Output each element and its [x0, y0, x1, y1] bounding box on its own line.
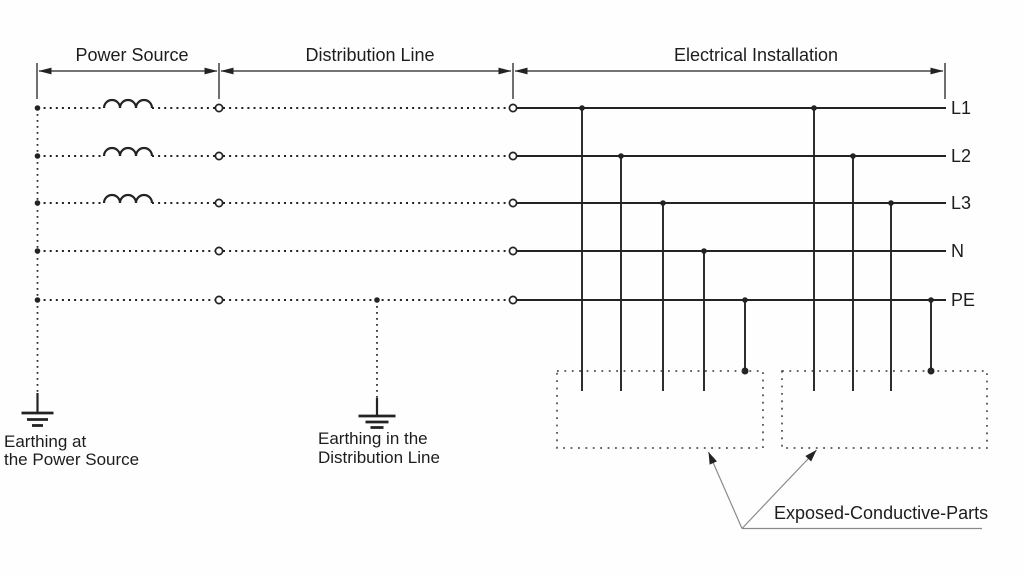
- node-circle-l2: [508, 151, 518, 161]
- junction-dot-l1: [579, 105, 585, 111]
- section-label-distribution-line: Distribution Line: [305, 45, 434, 65]
- equipment-box-2: [781, 370, 988, 449]
- dimension-arrow-right-icon: [204, 67, 218, 75]
- winding-coil-icon-l3: [102, 193, 154, 204]
- conductor-label-l2: L2: [951, 146, 971, 166]
- pe-bond-dot: [741, 367, 749, 375]
- ecp-leader-line: [707, 451, 743, 529]
- earth-symbol-distribution-line-label: Earthing in the: [318, 429, 428, 448]
- section-label-electrical-installation: Electrical Installation: [674, 45, 838, 65]
- junction-dot-pe: [374, 297, 380, 303]
- dimension-arrow-right-icon: [498, 67, 512, 75]
- junction-dot-l2: [850, 153, 856, 159]
- winding-coil-icon-l1: [102, 98, 154, 109]
- junction-dot-l3: [34, 200, 41, 206]
- dimension-arrow-left-icon: [38, 67, 52, 75]
- node-circle-pe: [508, 295, 518, 305]
- junction-dot-n: [34, 248, 41, 254]
- conductor-label-l1: L1: [951, 98, 971, 118]
- conductor-label-pe: PE: [951, 290, 975, 310]
- winding-coil-icon-l2: [102, 146, 154, 157]
- conductor-label-n: N: [951, 241, 964, 261]
- dimension-arrow-left-icon: [514, 67, 528, 75]
- junction-dot-n: [701, 248, 707, 254]
- conductor-label-l3: L3: [951, 193, 971, 213]
- earth-symbol-power-source-label: Earthing at: [4, 432, 86, 451]
- junction-dot-pe: [928, 297, 934, 303]
- dimension-arrow-right-icon: [930, 67, 944, 75]
- node-circle-l3: [508, 198, 518, 208]
- node-circle-l2: [214, 151, 224, 161]
- section-label-power-source: Power Source: [75, 45, 188, 65]
- exposed-conductive-parts-label: Exposed-Conductive-Parts: [774, 503, 988, 523]
- dimension-arrow-left-icon: [220, 67, 234, 75]
- ecp-leader-line: [741, 449, 817, 529]
- node-circle-n: [214, 246, 224, 256]
- earth-symbol-power-source-label: the Power Source: [4, 450, 139, 469]
- earth-symbol-distribution-line-label: Distribution Line: [318, 448, 440, 467]
- node-circle-l1: [214, 103, 224, 113]
- node-circle-l3: [214, 198, 224, 208]
- node-circle-n: [508, 246, 518, 256]
- equipment-box-1: [556, 370, 764, 449]
- junction-dot-l1: [811, 105, 817, 111]
- node-circle-pe: [214, 295, 224, 305]
- junction-dot-l3: [660, 200, 666, 206]
- junction-dot-l2: [618, 153, 624, 159]
- junction-dot-pe: [742, 297, 748, 303]
- junction-dot-l3: [888, 200, 894, 206]
- ecp-arrowhead-icon: [708, 452, 717, 465]
- ecp-arrowhead-icon: [805, 450, 817, 462]
- node-circle-l1: [508, 103, 518, 113]
